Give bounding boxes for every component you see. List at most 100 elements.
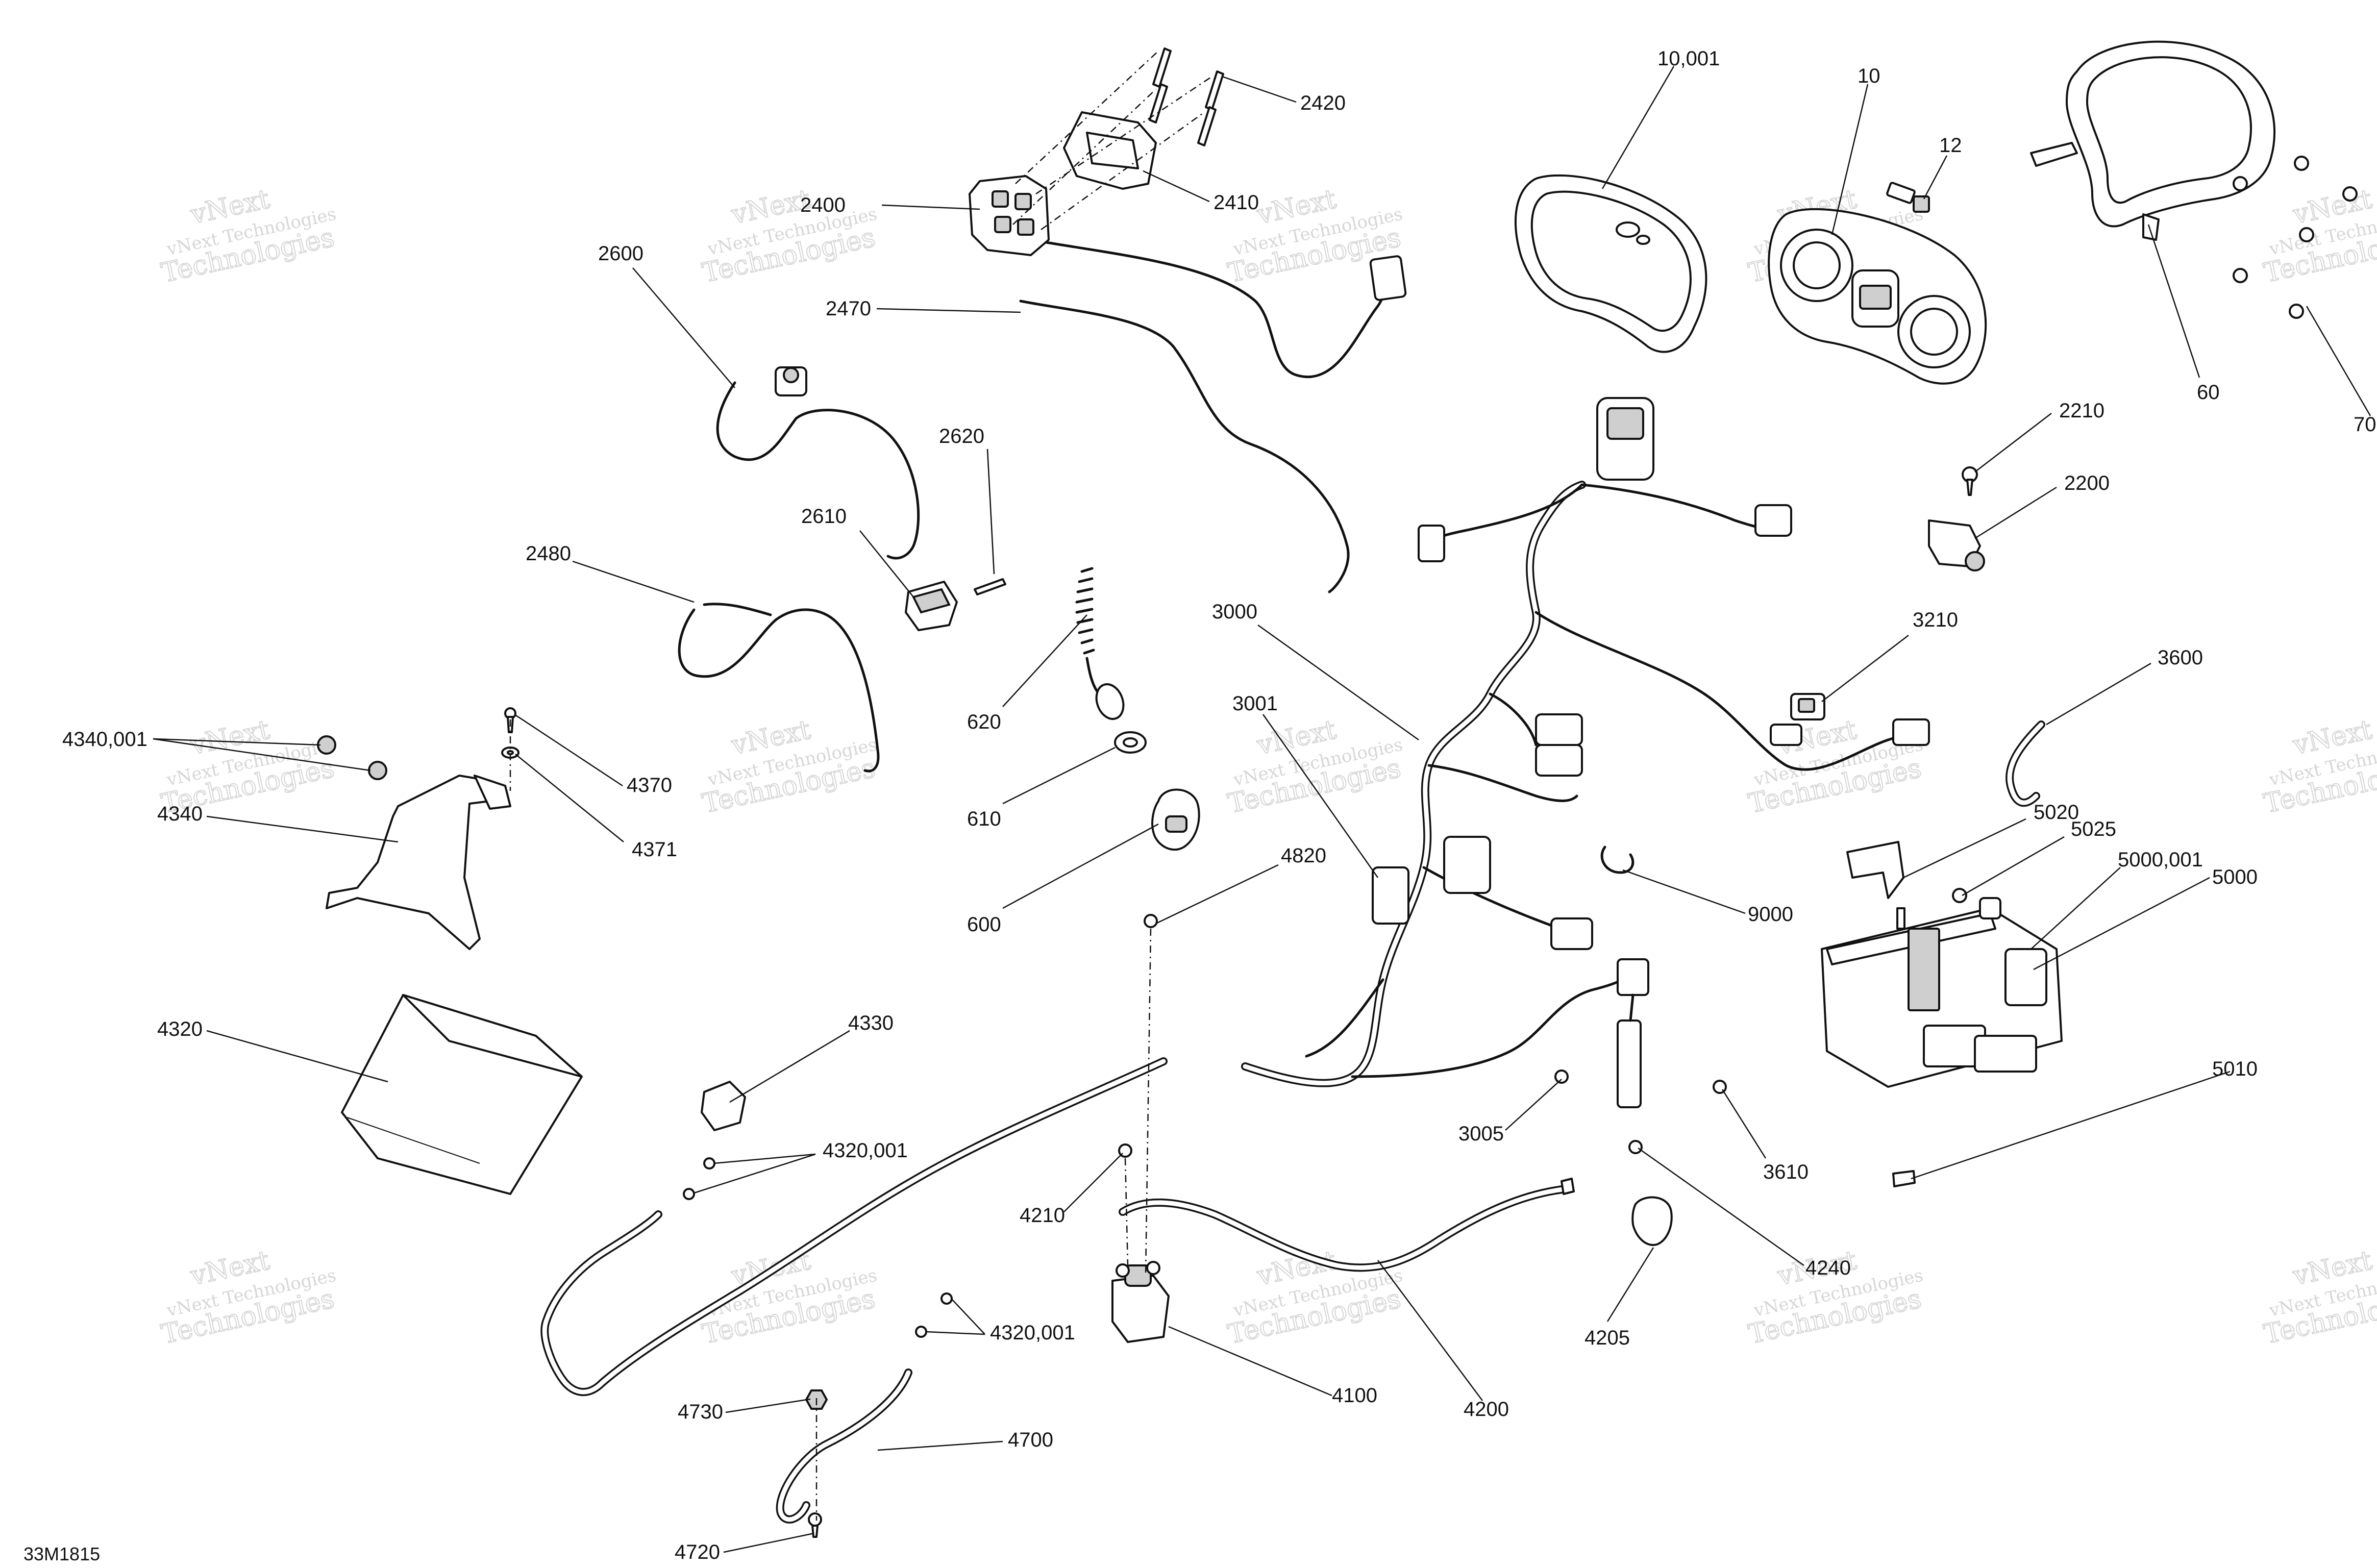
- ground-cable-4700: [776, 1368, 912, 1524]
- boot-4205: [1631, 1196, 1673, 1246]
- watermark: vNext vNext Technologies Technologies: [158, 714, 338, 820]
- cable-3600: [2005, 720, 2045, 807]
- pin-2620: [974, 578, 1006, 595]
- callout-4210: 4210: [1020, 1204, 1065, 1227]
- watermark: vNext vNext Technologies Technologies: [1745, 1245, 1925, 1351]
- callout-5025: 5025: [2071, 818, 2116, 840]
- gauge-cluster: [1768, 208, 1987, 385]
- switch-cover: [1063, 111, 1157, 190]
- connector-3210: [1790, 693, 1825, 720]
- screws-2420: [1149, 47, 1224, 146]
- bracket-5020: [1846, 841, 1904, 899]
- solenoid-4100: [1111, 1261, 1170, 1343]
- callout-10: 10: [1858, 65, 1880, 87]
- callout-5000-001: 5000,001: [2118, 849, 2203, 871]
- switch-cable: [1045, 241, 1407, 379]
- watermark: vNext vNext Technologies Technologies: [1225, 1245, 1404, 1351]
- watermark: vNext vNext Technologies Technologies: [1225, 714, 1404, 820]
- callout-4730: 4730: [678, 1401, 723, 1423]
- watermark: vNext vNext Technologies Technologies: [699, 183, 879, 289]
- ground-cable-4200: [1119, 1178, 1575, 1272]
- callout-4340-001: 4340,001: [62, 728, 147, 751]
- bolts-4320001: [683, 1157, 953, 1338]
- callout-60: 60: [2197, 381, 2220, 404]
- terminal-cover-4330: [701, 1081, 746, 1131]
- callout-2410: 2410: [1214, 191, 1259, 214]
- ecm-module: [1821, 897, 2063, 1088]
- callout-4371: 4371: [632, 838, 677, 861]
- callout-12: 12: [1939, 134, 1962, 157]
- callout-4320-001-b: 4320,001: [990, 1322, 1075, 1344]
- tag-5010: [1892, 1170, 1916, 1187]
- switch-housing: [969, 175, 1050, 256]
- callout-4820: 4820: [1281, 844, 1326, 867]
- callout-2610: 2610: [801, 505, 847, 528]
- fairing-support: [2030, 40, 2276, 241]
- cable-2600: [716, 366, 920, 560]
- coiled-lanyard: [1075, 567, 1125, 720]
- callout-3600: 3600: [2158, 646, 2203, 669]
- callout-3000: 3000: [1212, 601, 1257, 623]
- callout-4700: 4700: [1008, 1429, 1053, 1451]
- sensor-2200: [1928, 519, 1985, 571]
- callout-600: 600: [967, 913, 1001, 936]
- callout-3610: 3610: [1763, 1161, 1809, 1183]
- grommet-610: [1114, 731, 1147, 754]
- callout-2480: 2480: [526, 542, 571, 565]
- callout-610: 610: [967, 808, 1001, 830]
- callout-70: 70: [2354, 413, 2376, 436]
- cable-2480: [678, 603, 880, 773]
- callout-4200: 4200: [1464, 1398, 1509, 1421]
- screw-5025: [1952, 888, 1967, 903]
- main-harness: [1241, 397, 1930, 1108]
- watermark: vNext vNext Technologies Technologies: [2261, 1245, 2377, 1351]
- callout-3005: 3005: [1458, 1123, 1504, 1145]
- callout-5020: 5020: [2034, 801, 2079, 824]
- callout-4320: 4320: [157, 1018, 203, 1040]
- watermark: vNext vNext Technologies Technologies: [158, 1245, 338, 1351]
- callout-2200: 2200: [2064, 472, 2110, 494]
- watermark: vNext vNext Technologies Technologies: [2261, 714, 2377, 820]
- callout-labels: 10,001 10 12 60 70 2420 2410 2400 2470 2…: [23, 47, 2376, 1564]
- cable-2470: [1019, 300, 1350, 593]
- callout-10-001: 10,001: [1657, 47, 1720, 70]
- callout-4205: 4205: [1584, 1327, 1630, 1349]
- battery-cable-long: [540, 1057, 1168, 1396]
- callout-3001: 3001: [1232, 692, 1278, 715]
- small-connector: [1886, 182, 1930, 213]
- watermark: vNext vNext Technologies Technologies: [699, 714, 879, 820]
- callout-2420: 2420: [1300, 92, 1346, 114]
- callout-4340: 4340: [157, 803, 203, 825]
- callout-4320-001-a: 4320,001: [823, 1139, 908, 1162]
- buzzer-600: [1151, 788, 1200, 851]
- callout-2470: 2470: [826, 297, 871, 320]
- callout-620: 620: [967, 711, 1001, 733]
- callout-2400: 2400: [800, 194, 846, 216]
- cap-2610: [905, 581, 958, 631]
- watermark: vNext vNext Technologies Technologies: [158, 183, 338, 289]
- callout-4330: 4330: [848, 1012, 894, 1034]
- callout-5010: 5010: [2212, 1058, 2258, 1080]
- leader-lines: [153, 66, 2371, 1553]
- callout-2210: 2210: [2059, 400, 2104, 422]
- watermark: vNext vNext Technologies Technologies: [2261, 183, 2377, 289]
- callout-2600: 2600: [598, 242, 643, 265]
- watermark: vNext vNext Technologies Technologies: [699, 1245, 879, 1351]
- callout-5000: 5000: [2212, 866, 2258, 888]
- screw-2210: [1962, 466, 1978, 496]
- screws-70: [2233, 156, 2358, 319]
- callout-4240: 4240: [1805, 1257, 1851, 1279]
- callout-4370: 4370: [627, 774, 672, 797]
- battery-4320: [341, 994, 583, 1195]
- callout-2620: 2620: [939, 425, 984, 447]
- battery-bracket: [326, 775, 511, 950]
- callout-3210: 3210: [1913, 609, 1958, 631]
- callout-4100: 4100: [1332, 1384, 1377, 1407]
- bolt-4720: [808, 1512, 822, 1538]
- gauge-bezel: [1515, 174, 1707, 353]
- callout-4720: 4720: [675, 1541, 720, 1563]
- figure-id: 33M1815: [23, 1544, 100, 1564]
- callout-9000: 9000: [1748, 903, 1793, 926]
- clip-9000: [1600, 845, 1635, 874]
